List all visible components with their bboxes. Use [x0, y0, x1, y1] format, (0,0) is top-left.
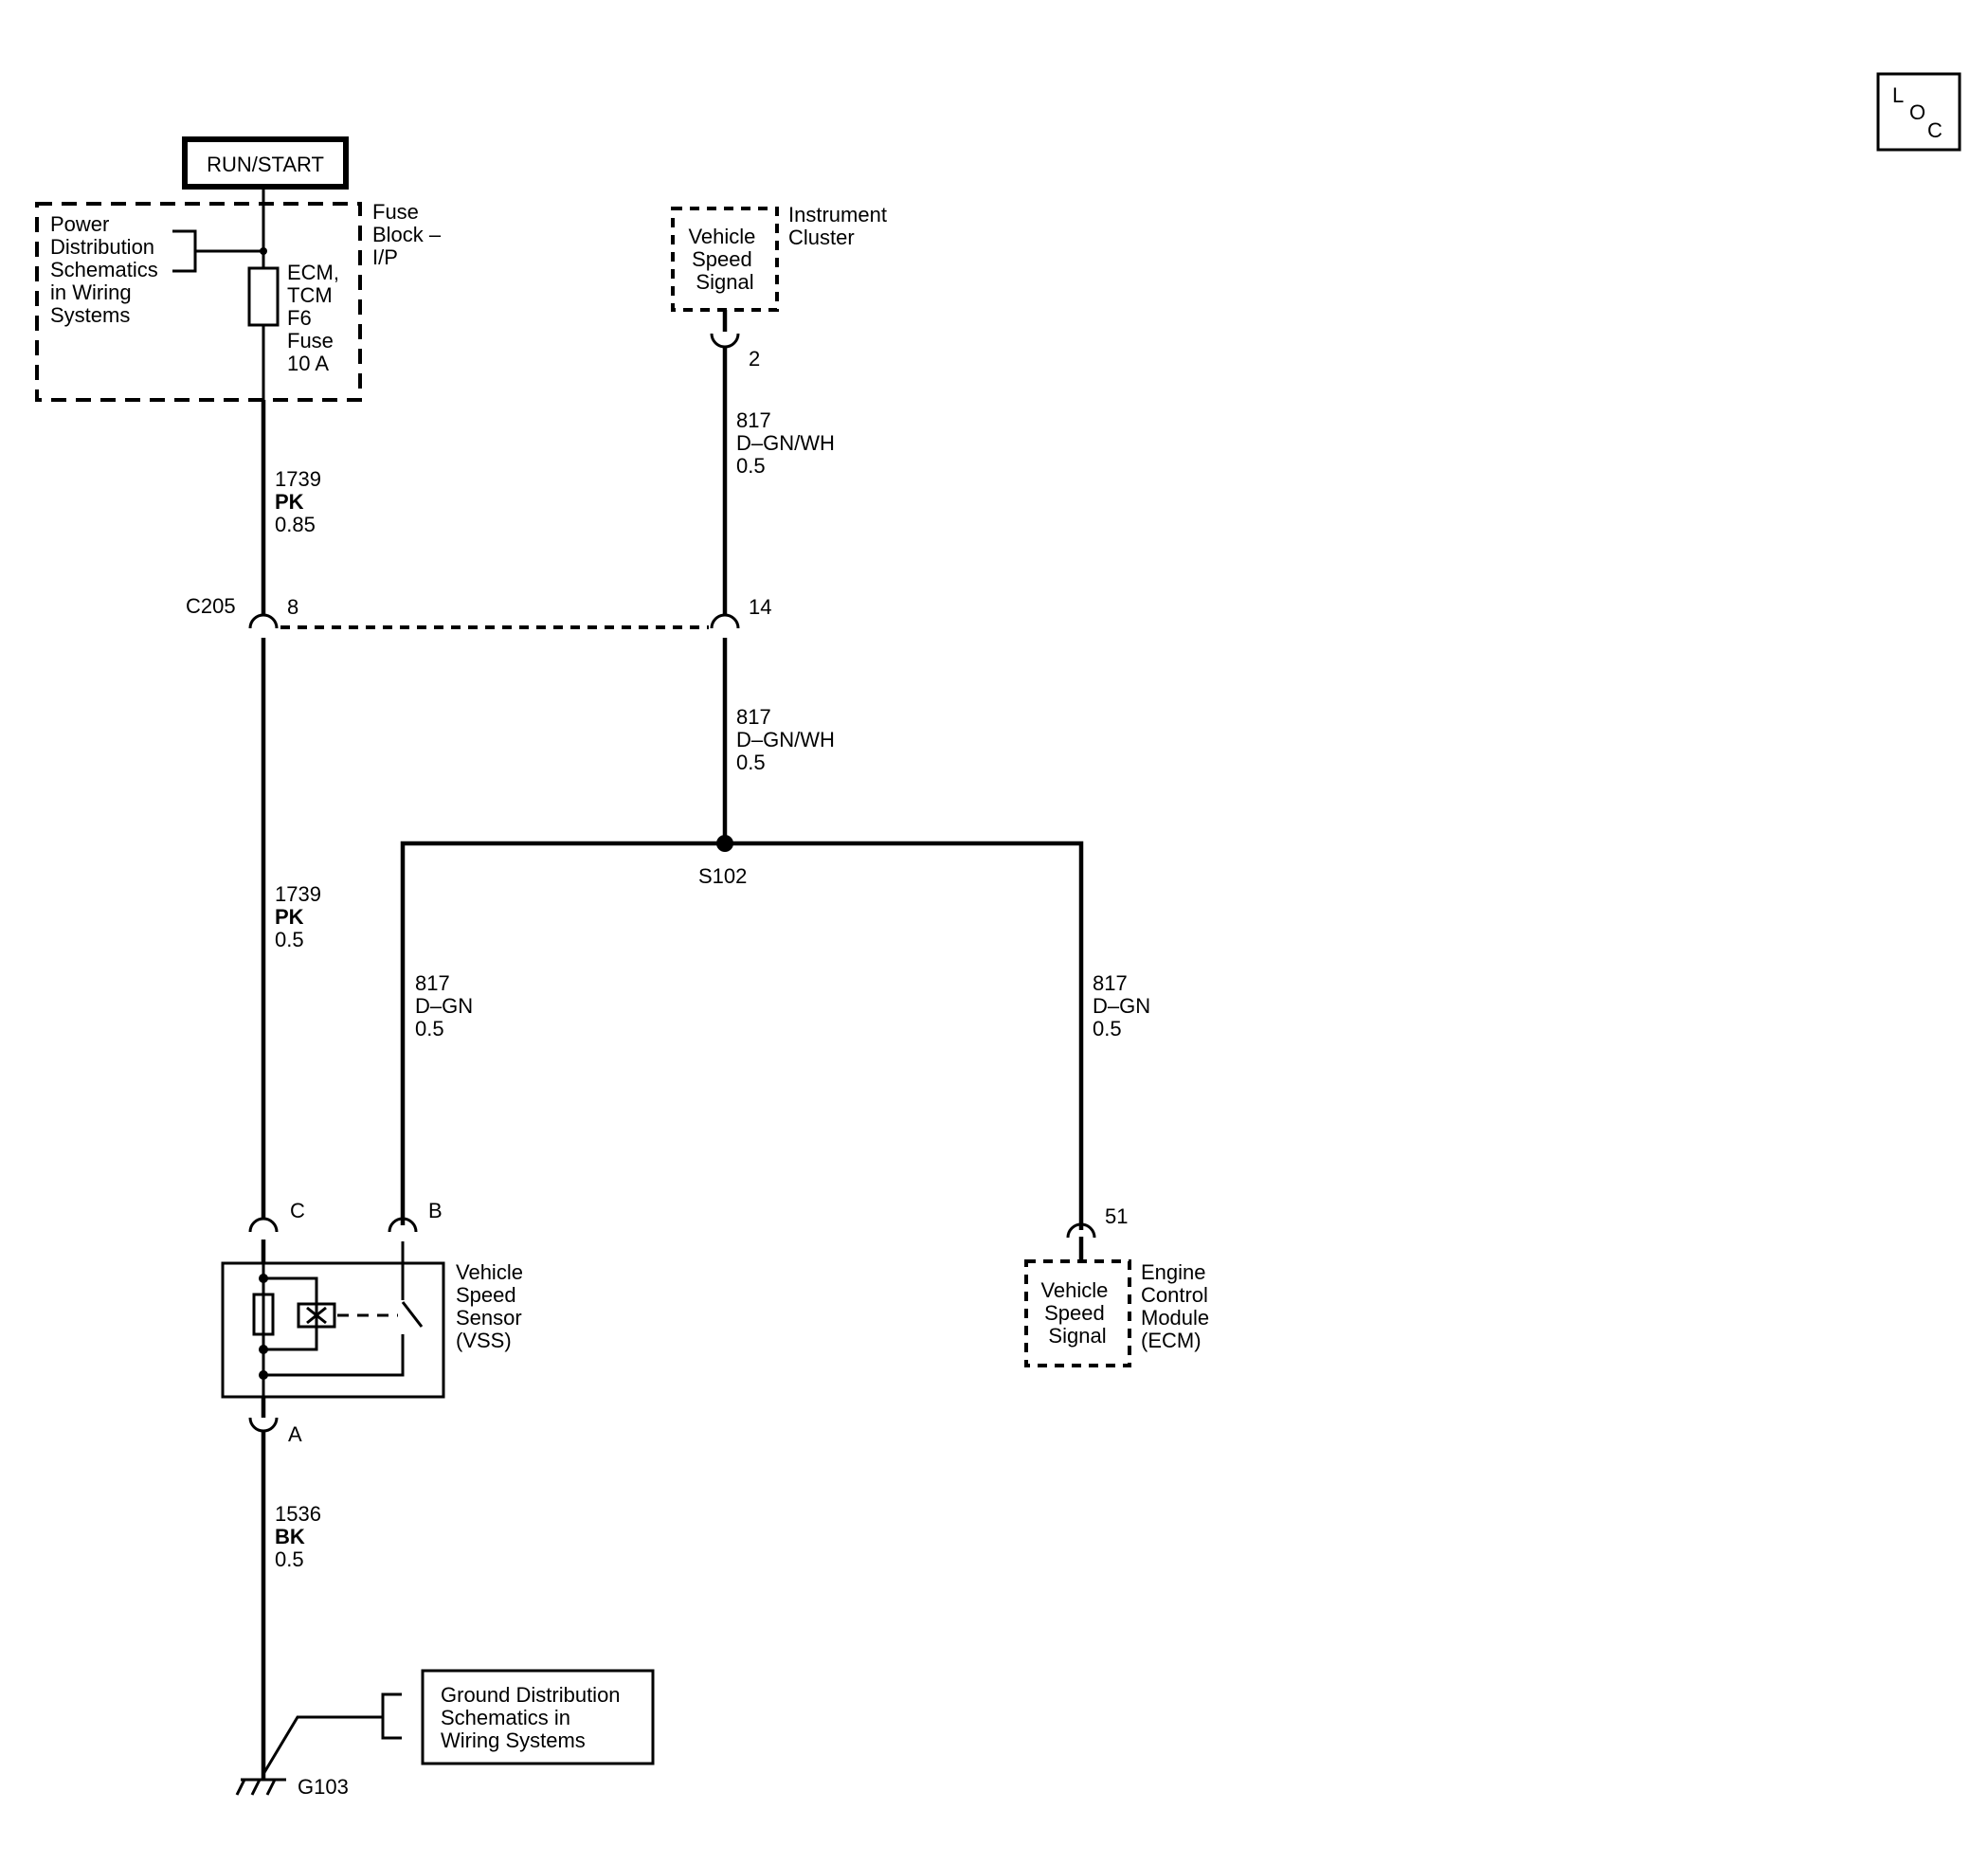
vss-box[interactable] — [221, 1261, 445, 1399]
ground-ref-text: Ground Distribution Schematics in Wiring… — [441, 1683, 626, 1752]
fuse-block-name: Fuse Block – I/P — [372, 200, 446, 269]
loc-letter-o: O — [1909, 100, 1925, 124]
vss-pin-a-label: A — [288, 1422, 302, 1446]
wire-1536-label: 1536 BK 0.5 — [275, 1502, 327, 1571]
vss-pin-c-label: C — [290, 1199, 305, 1222]
wire-817-splice-label: 817 D–GN/WH 0.5 — [736, 705, 840, 774]
connector-c205[interactable] — [248, 613, 740, 663]
ground-ref-box[interactable] — [421, 1669, 655, 1765]
splice-s102-label: S102 — [698, 864, 747, 888]
vss-name: Vehicle Speed Sensor (VSS) — [456, 1260, 529, 1352]
vss-internal-circuit — [252, 1241, 424, 1398]
power-ref-bracket — [172, 229, 263, 273]
connector-c205-pin-right: 14 — [749, 595, 771, 619]
ecm-signal: Vehicle Speed Signal — [1040, 1278, 1113, 1348]
wire-817-ecm-label: 817 D–GN 0.5 — [1093, 971, 1156, 1041]
loc-letter-l: L — [1892, 83, 1904, 107]
ground-symbol — [235, 1778, 286, 1796]
wire-817-vss-label: 817 D–GN 0.5 — [415, 971, 479, 1041]
power-source-box: RUN/START — [182, 136, 349, 190]
power-source-label: RUN/START — [207, 153, 324, 176]
vss-pin-b-terminal — [388, 1217, 418, 1233]
loc-letter-c: C — [1927, 118, 1943, 142]
ecm-pin-terminal — [1066, 1222, 1096, 1260]
loc-badge[interactable]: L O C — [1876, 72, 1961, 152]
instrument-cluster-name[interactable]: Instrument Cluster — [788, 203, 893, 249]
fuse-label: ECM, TCM F6 Fuse 10 A — [287, 261, 345, 375]
cluster-terminal — [710, 310, 740, 349]
vss-pin-a-terminal — [248, 1397, 279, 1433]
ecm-name[interactable]: Engine Control Module (ECM) — [1141, 1260, 1215, 1352]
vss-pin-c-terminal — [248, 1217, 279, 1263]
wire-817-vss[interactable] — [400, 841, 725, 1225]
fuse-symbol — [247, 266, 280, 327]
wire-817-cluster-label: 817 D–GN/WH 0.5 — [736, 408, 840, 478]
vss-pin-b-label: B — [428, 1199, 443, 1222]
instrument-cluster-signal: Vehicle Speed Signal — [688, 225, 761, 294]
ecm-outline — [1024, 1259, 1131, 1367]
ground-g103-label: G103 — [298, 1775, 349, 1799]
fuse-block-outline — [35, 202, 362, 402]
wire-817-ecm[interactable] — [725, 841, 1084, 1230]
wire-1739-upper-label: 1739 PK 0.85 — [275, 467, 327, 536]
cluster-pin-number: 2 — [749, 347, 760, 371]
ground-ref-leader — [262, 1692, 402, 1775]
wire-1739-lower-label: 1739 PK 0.5 — [275, 882, 327, 951]
ecm-pin-number: 51 — [1105, 1204, 1128, 1228]
connector-c205-pin-left: 8 — [287, 595, 298, 619]
connector-c205-name: C205 — [186, 594, 236, 618]
fuse-block-power-ref[interactable]: Power Distribution Schematics in Wiring … — [50, 212, 164, 327]
